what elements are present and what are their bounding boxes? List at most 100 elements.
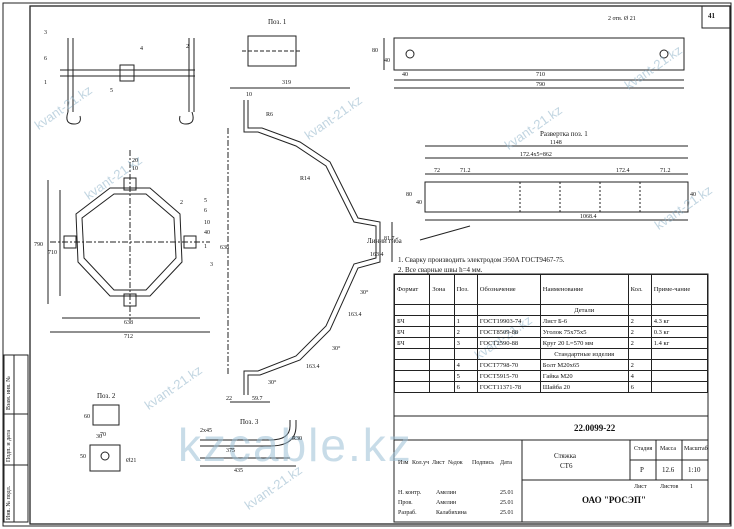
dimension: 10: [204, 220, 210, 226]
callout: 5: [110, 88, 113, 94]
signer-name: Амелин: [436, 490, 457, 496]
sheets-value: 1: [690, 484, 693, 490]
section-parts: Детали: [539, 304, 629, 316]
dimension: 30°: [360, 290, 369, 296]
watermark-large: kzcable.kz: [178, 419, 413, 471]
col-qty: Кол.: [627, 274, 652, 305]
dimension: 40: [690, 192, 696, 198]
note-2: 2. Все сварные швы h=4 мм.: [398, 266, 483, 274]
dimension: 1148: [550, 140, 562, 146]
rev-header: Подпись: [472, 460, 495, 466]
signer-name: Калабихина: [436, 510, 467, 516]
dimension: 172.4x5=862: [520, 152, 552, 158]
fold-lines-label: Линии гиба: [367, 237, 402, 245]
dimension: Ø21: [126, 458, 137, 464]
rev-header: Изм: [398, 460, 409, 466]
dimension: 638: [220, 245, 229, 251]
dimension: 710: [536, 72, 545, 78]
sign-date: 25.01: [500, 500, 514, 506]
dimension: 40: [204, 230, 210, 236]
dimension: 71.2: [660, 168, 671, 174]
dimension: 2x45: [200, 428, 212, 434]
scale-header: Масштаб: [684, 446, 708, 452]
dimension: 172.4: [616, 168, 630, 174]
callout: 1: [204, 244, 207, 250]
unfold-label: Развертка поз. 1: [540, 130, 588, 138]
dimension: 30°: [268, 380, 277, 386]
role-label: Н. контр.: [398, 490, 422, 496]
rev-header: Дата: [500, 460, 512, 466]
col-designation: Обозначение: [476, 274, 541, 305]
dimension: 30°: [332, 346, 341, 352]
dimension: 50: [80, 454, 86, 460]
signer-name: Амелин: [436, 500, 457, 506]
mass-value: 12.6: [662, 466, 675, 474]
stage-value: Р: [640, 466, 644, 474]
sheet-number: 41: [708, 12, 715, 20]
dimension: 10: [132, 166, 138, 172]
rev-header: Кол.уч: [412, 460, 430, 466]
callout: 2: [180, 200, 183, 206]
doc-code: 22.0099-22: [574, 423, 616, 433]
dimension: 163.4: [306, 364, 320, 370]
dimension: 319: [282, 80, 291, 86]
dimension: 435: [234, 468, 243, 474]
sheet-header: Лист: [634, 484, 647, 490]
dimension: 638: [124, 320, 133, 326]
dimension: R6: [266, 112, 274, 118]
col-name: Наименование: [539, 274, 629, 305]
pos1-label: Поз. 1: [268, 18, 287, 26]
spec-table: Формат Зона Поз. Обозначение Наименовани…: [393, 274, 709, 393]
stage-header: Стадия: [634, 446, 653, 452]
dimension: 70: [100, 432, 106, 438]
col-pos: Поз.: [453, 274, 478, 305]
dimension: 20: [132, 158, 138, 164]
dimension: 30: [96, 434, 102, 440]
company-name: ОАО "РОСЭП": [582, 495, 647, 505]
dimension: 72: [434, 168, 440, 174]
dimension: 81.7: [384, 236, 395, 242]
sign-date: 25.01: [500, 510, 514, 516]
rev-header: Лист: [432, 460, 445, 466]
dimension: 40: [384, 58, 390, 64]
dimension: 710: [48, 250, 57, 256]
dimension: 22: [226, 396, 232, 402]
dimension: 163.4: [370, 252, 384, 258]
callout: 6: [204, 208, 207, 214]
dimension: 1068.4: [580, 214, 597, 220]
sign-date: 25.01: [500, 490, 514, 496]
stamp-replace: Взам. инв. №: [6, 376, 12, 410]
role-label: Пров.: [398, 500, 413, 506]
dimension: 40: [416, 200, 422, 206]
col-zone: Зона: [429, 274, 455, 305]
dimension: 790: [34, 242, 43, 248]
dimension: 59.7: [252, 396, 263, 402]
callout: 3: [210, 262, 213, 268]
pos2-label: Поз. 2: [97, 392, 116, 400]
scale-value: 1:10: [688, 466, 701, 474]
dimension: R30: [292, 436, 303, 442]
dimension: 375: [226, 448, 235, 454]
callout: 5: [204, 198, 207, 204]
note-1: 1. Сварку производить электродом Э50А ГО…: [398, 256, 565, 264]
dimension: 163.4: [348, 312, 362, 318]
dimension: 10: [246, 92, 252, 98]
callout: 1: [44, 80, 47, 86]
stamp-sign-date: Подп. и дата: [6, 429, 12, 462]
col-note: Приме-чание: [650, 274, 709, 305]
mass-header: Масса: [660, 446, 677, 452]
dimension: 71.2: [460, 168, 471, 174]
dimension: R14: [300, 176, 311, 182]
sheets-header: Листов: [660, 484, 679, 490]
callout: 3: [44, 30, 47, 36]
title-line-1: Стяжка: [554, 452, 577, 460]
dimension: 2 отв. Ø 21: [608, 16, 636, 22]
dimension: 60: [84, 414, 90, 420]
dimension: 80: [372, 48, 378, 54]
callout: 6: [44, 56, 47, 62]
col-format: Формат: [393, 274, 431, 305]
